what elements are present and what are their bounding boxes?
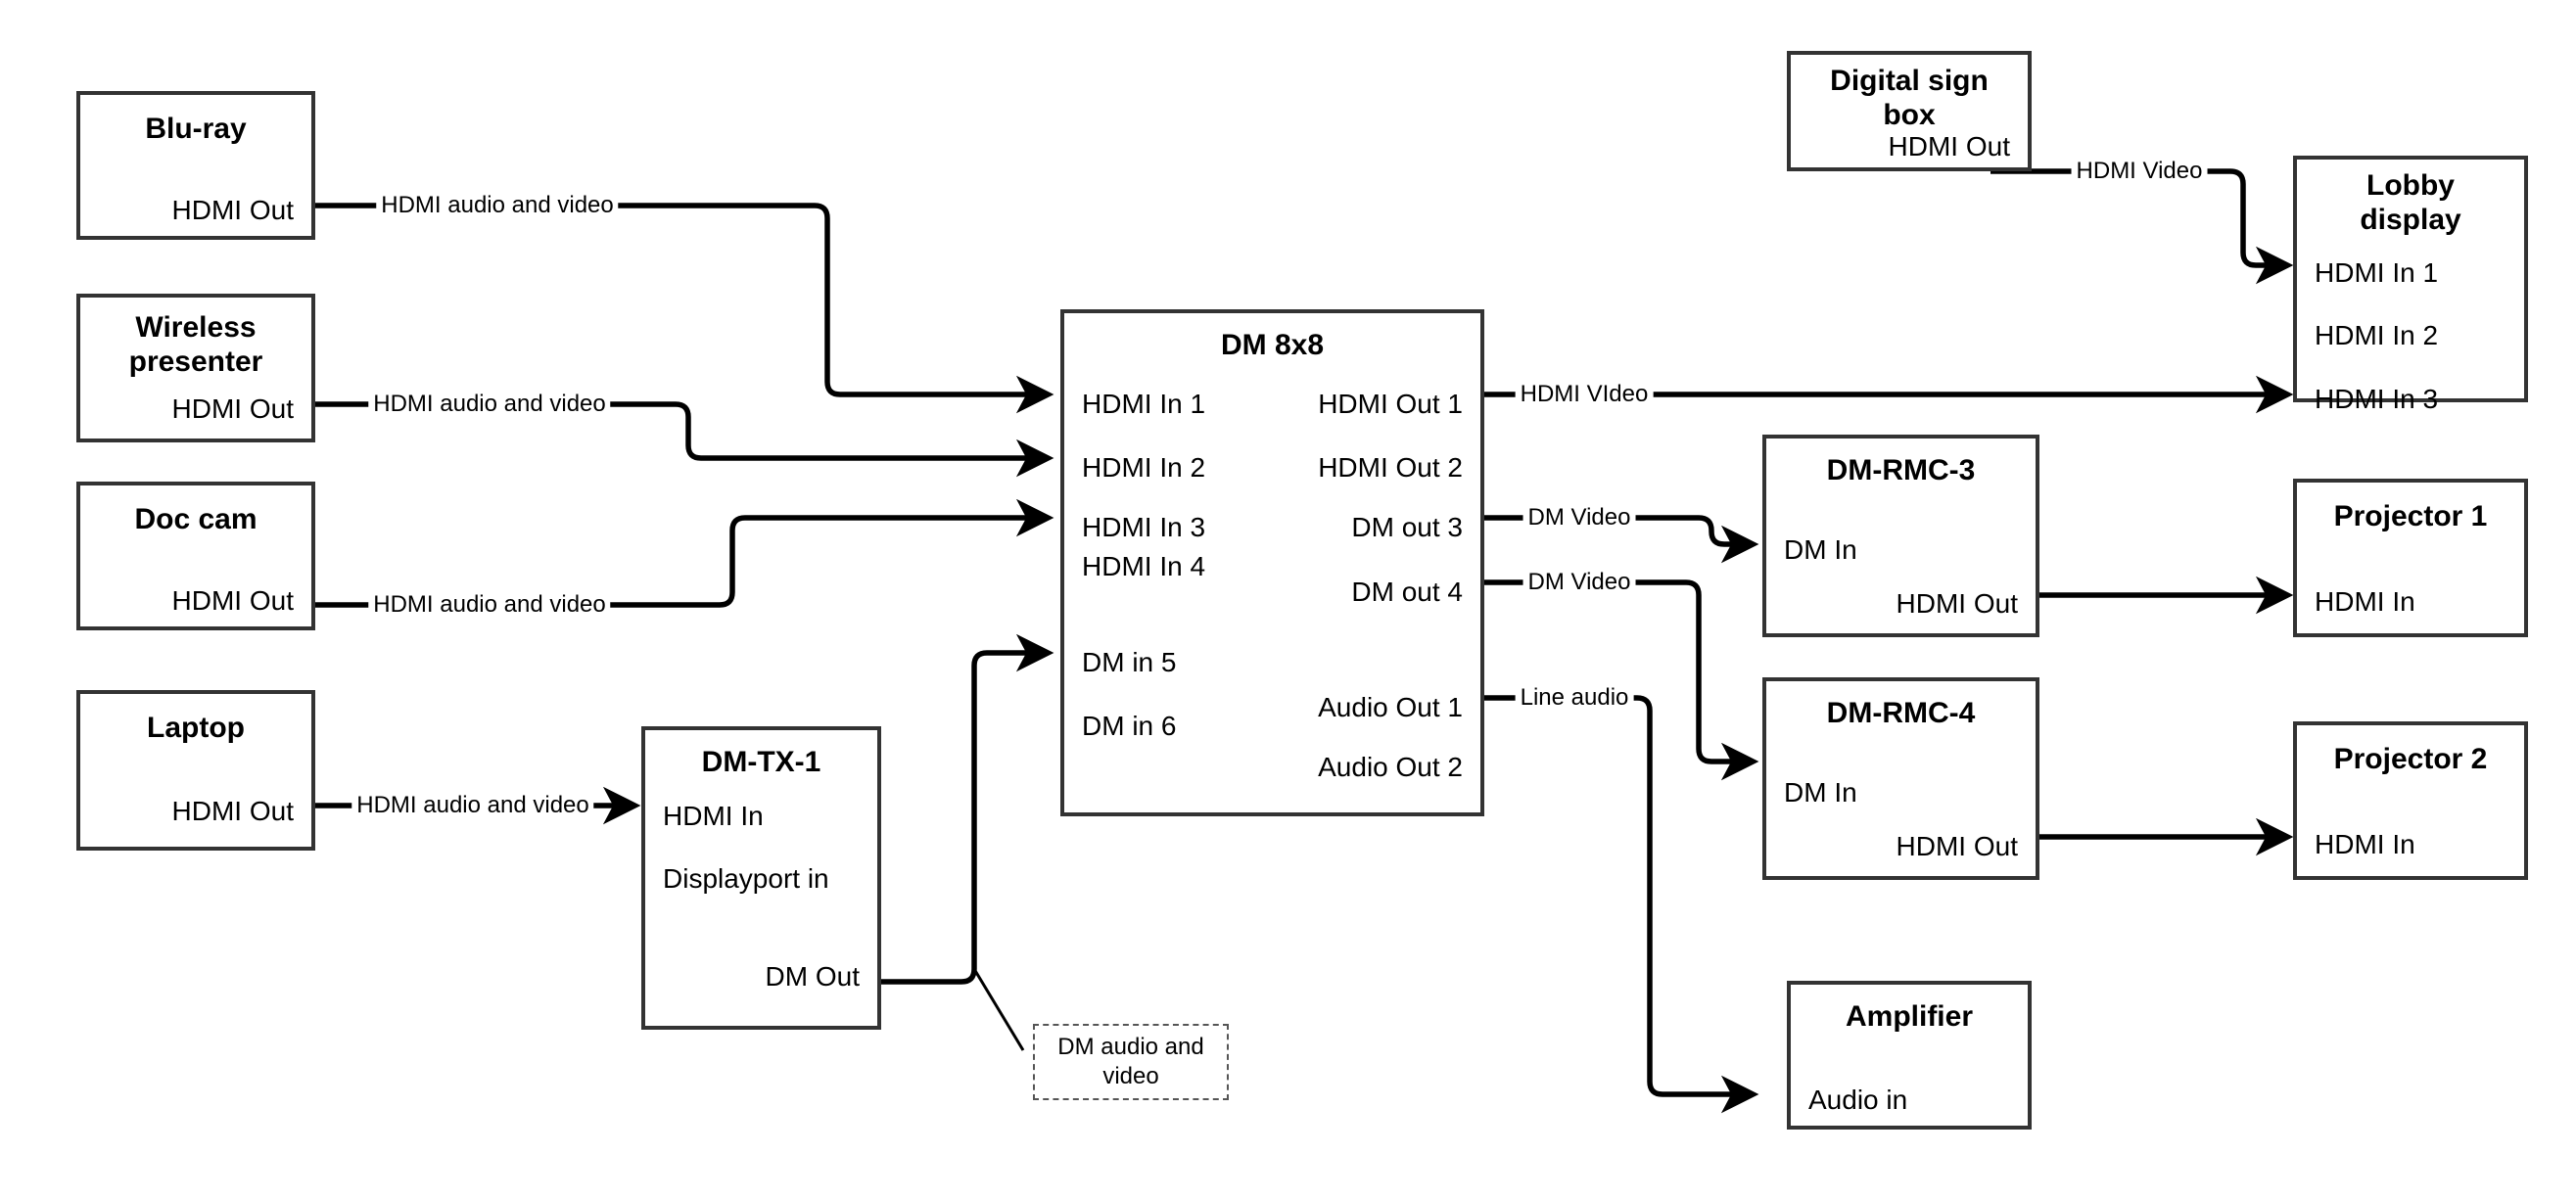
wire-bluray-to-dm-in1 [315, 203, 1054, 414]
port-dm8x8-hdmi-in-2[interactable]: HDMI In 2 [1082, 452, 1206, 483]
port-rmc3-hdmi-out[interactable]: HDMI Out [1896, 588, 2018, 619]
port-dm8x8-hdmi-out-1[interactable]: HDMI Out 1 [1318, 389, 1463, 419]
node-amplifier[interactable]: Amplifier Audio in [1787, 981, 2032, 1130]
port-dm8x8-dm-out-3[interactable]: DM out 3 [1351, 512, 1463, 542]
port-dm8x8-audio-out-2[interactable]: Audio Out 2 [1318, 752, 1463, 782]
port-lobby-hdmi-in-3[interactable]: HDMI In 3 [2315, 384, 2439, 414]
node-doc-cam[interactable]: Doc cam HDMI Out [76, 482, 315, 630]
node-projector-2-title: Projector 2 [2333, 743, 2488, 775]
node-dm-8x8-title: DM 8x8 [1220, 329, 1325, 361]
port-dm8x8-hdmi-in-3[interactable]: HDMI In 3 [1082, 512, 1206, 542]
node-wireless-presenter-title: Wireless presenter [128, 311, 263, 378]
port-dm8x8-dm-in-5[interactable]: DM in 5 [1082, 647, 1177, 677]
node-bluray[interactable]: Blu-ray HDMI Out [76, 91, 315, 240]
node-projector-2[interactable]: Projector 2 HDMI In [2293, 721, 2528, 880]
leader-line-dm-audio-video [972, 968, 1025, 1051]
node-doc-cam-title: Doc cam [134, 503, 258, 535]
port-dmtx1-dm-out[interactable]: DM Out [765, 961, 860, 992]
wire-dmtx1-to-dm-in5 [881, 633, 1054, 985]
node-dm-rmc-3-title: DM-RMC-3 [1826, 454, 1976, 486]
port-dm8x8-hdmi-in-4[interactable]: HDMI In 4 [1082, 551, 1206, 581]
note-dm-audio-and-video: DM audio and video [1033, 1024, 1229, 1100]
wire-audioout1-to-amplifier [1484, 695, 1759, 1114]
wire-label-dmout4-to-rmc4: DM Video [1522, 571, 1636, 594]
port-projector1-hdmi-in[interactable]: HDMI In [2315, 586, 2415, 617]
port-laptop-hdmi-out[interactable]: HDMI Out [171, 796, 294, 826]
node-laptop-title: Laptop [147, 712, 245, 744]
port-dm8x8-dm-in-6[interactable]: DM in 6 [1082, 711, 1177, 741]
port-lobby-hdmi-in-2[interactable]: HDMI In 2 [2315, 320, 2439, 350]
node-digital-sign-box-title: Digital sign box [1830, 65, 1989, 131]
port-amplifier-audio-in[interactable]: Audio in [1808, 1085, 1908, 1115]
wire-dmout4-to-rmc4 [1484, 579, 1759, 781]
wire-label-laptop-to-dmtx1: HDMI audio and video [351, 794, 594, 817]
port-dmtx1-hdmi-in[interactable]: HDMI In [663, 801, 764, 831]
port-projector2-hdmi-in[interactable]: HDMI In [2315, 829, 2415, 859]
port-dm8x8-dm-out-4[interactable]: DM out 4 [1351, 577, 1463, 607]
node-laptop[interactable]: Laptop HDMI Out [76, 690, 315, 851]
node-dm-rmc-4[interactable]: DM-RMC-4 DM In HDMI Out [1762, 677, 2039, 880]
wire-sign-to-lobby-in1 [1991, 168, 2294, 285]
wire-label-dmout3-to-rmc3: DM Video [1522, 506, 1636, 530]
node-dm-rmc-3[interactable]: DM-RMC-3 DM In HDMI Out [1762, 435, 2039, 637]
port-bluray-hdmi-out[interactable]: HDMI Out [171, 195, 294, 225]
port-doccam-hdmi-out[interactable]: HDMI Out [171, 585, 294, 616]
node-projector-1[interactable]: Projector 1 HDMI In [2293, 479, 2528, 637]
port-digitalsign-hdmi-out[interactable]: HDMI Out [1888, 131, 2010, 162]
node-lobby-display[interactable]: Lobby display HDMI In 1 HDMI In 2 HDMI I… [2293, 156, 2528, 413]
wire-label-hdmiout1-to-lobby: HDMI VIdeo [1515, 383, 1654, 406]
port-dm8x8-audio-out-1[interactable]: Audio Out 1 [1318, 692, 1463, 722]
wire-label-bluray-to-dm: HDMI audio and video [376, 194, 619, 217]
port-rmc4-hdmi-out[interactable]: HDMI Out [1896, 831, 2018, 861]
node-bluray-title: Blu-ray [145, 113, 247, 145]
node-dm-tx-1[interactable]: DM-TX-1 HDMI In Displayport in DM Out [641, 726, 881, 1030]
port-dm8x8-hdmi-in-1[interactable]: HDMI In 1 [1082, 389, 1206, 419]
node-dm-rmc-4-title: DM-RMC-4 [1826, 697, 1976, 729]
node-digital-sign-box[interactable]: Digital sign box HDMI Out [1787, 51, 2032, 171]
port-dmtx1-displayport-in[interactable]: Displayport in [663, 863, 829, 894]
wire-label-wireless-to-dm: HDMI audio and video [368, 393, 611, 416]
port-rmc4-dm-in[interactable]: DM In [1784, 777, 1857, 808]
node-dm-tx-1-title: DM-TX-1 [701, 746, 821, 778]
node-projector-1-title: Projector 1 [2333, 500, 2488, 532]
port-dm8x8-hdmi-out-2[interactable]: HDMI Out 2 [1318, 452, 1463, 483]
port-rmc3-dm-in[interactable]: DM In [1784, 534, 1857, 565]
wire-label-audioout1-to-amplifier: Line audio [1515, 686, 1634, 710]
node-amplifier-title: Amplifier [1845, 1000, 1974, 1033]
node-dm-8x8-frame[interactable]: DM 8x8 HDMI In 1 HDMI In 2 HDMI In 3 HDM… [1060, 309, 1484, 816]
node-lobby-display-title: Lobby display [2360, 169, 2461, 236]
port-wireless-hdmi-out[interactable]: HDMI Out [171, 393, 294, 424]
node-wireless-presenter[interactable]: Wireless presenter HDMI Out [76, 294, 315, 442]
port-lobby-hdmi-in-1[interactable]: HDMI In 1 [2315, 257, 2439, 288]
wire-label-sign-to-lobby: HDMI Video [2071, 160, 2208, 183]
wire-label-doccam-to-dm: HDMI audio and video [368, 593, 611, 617]
